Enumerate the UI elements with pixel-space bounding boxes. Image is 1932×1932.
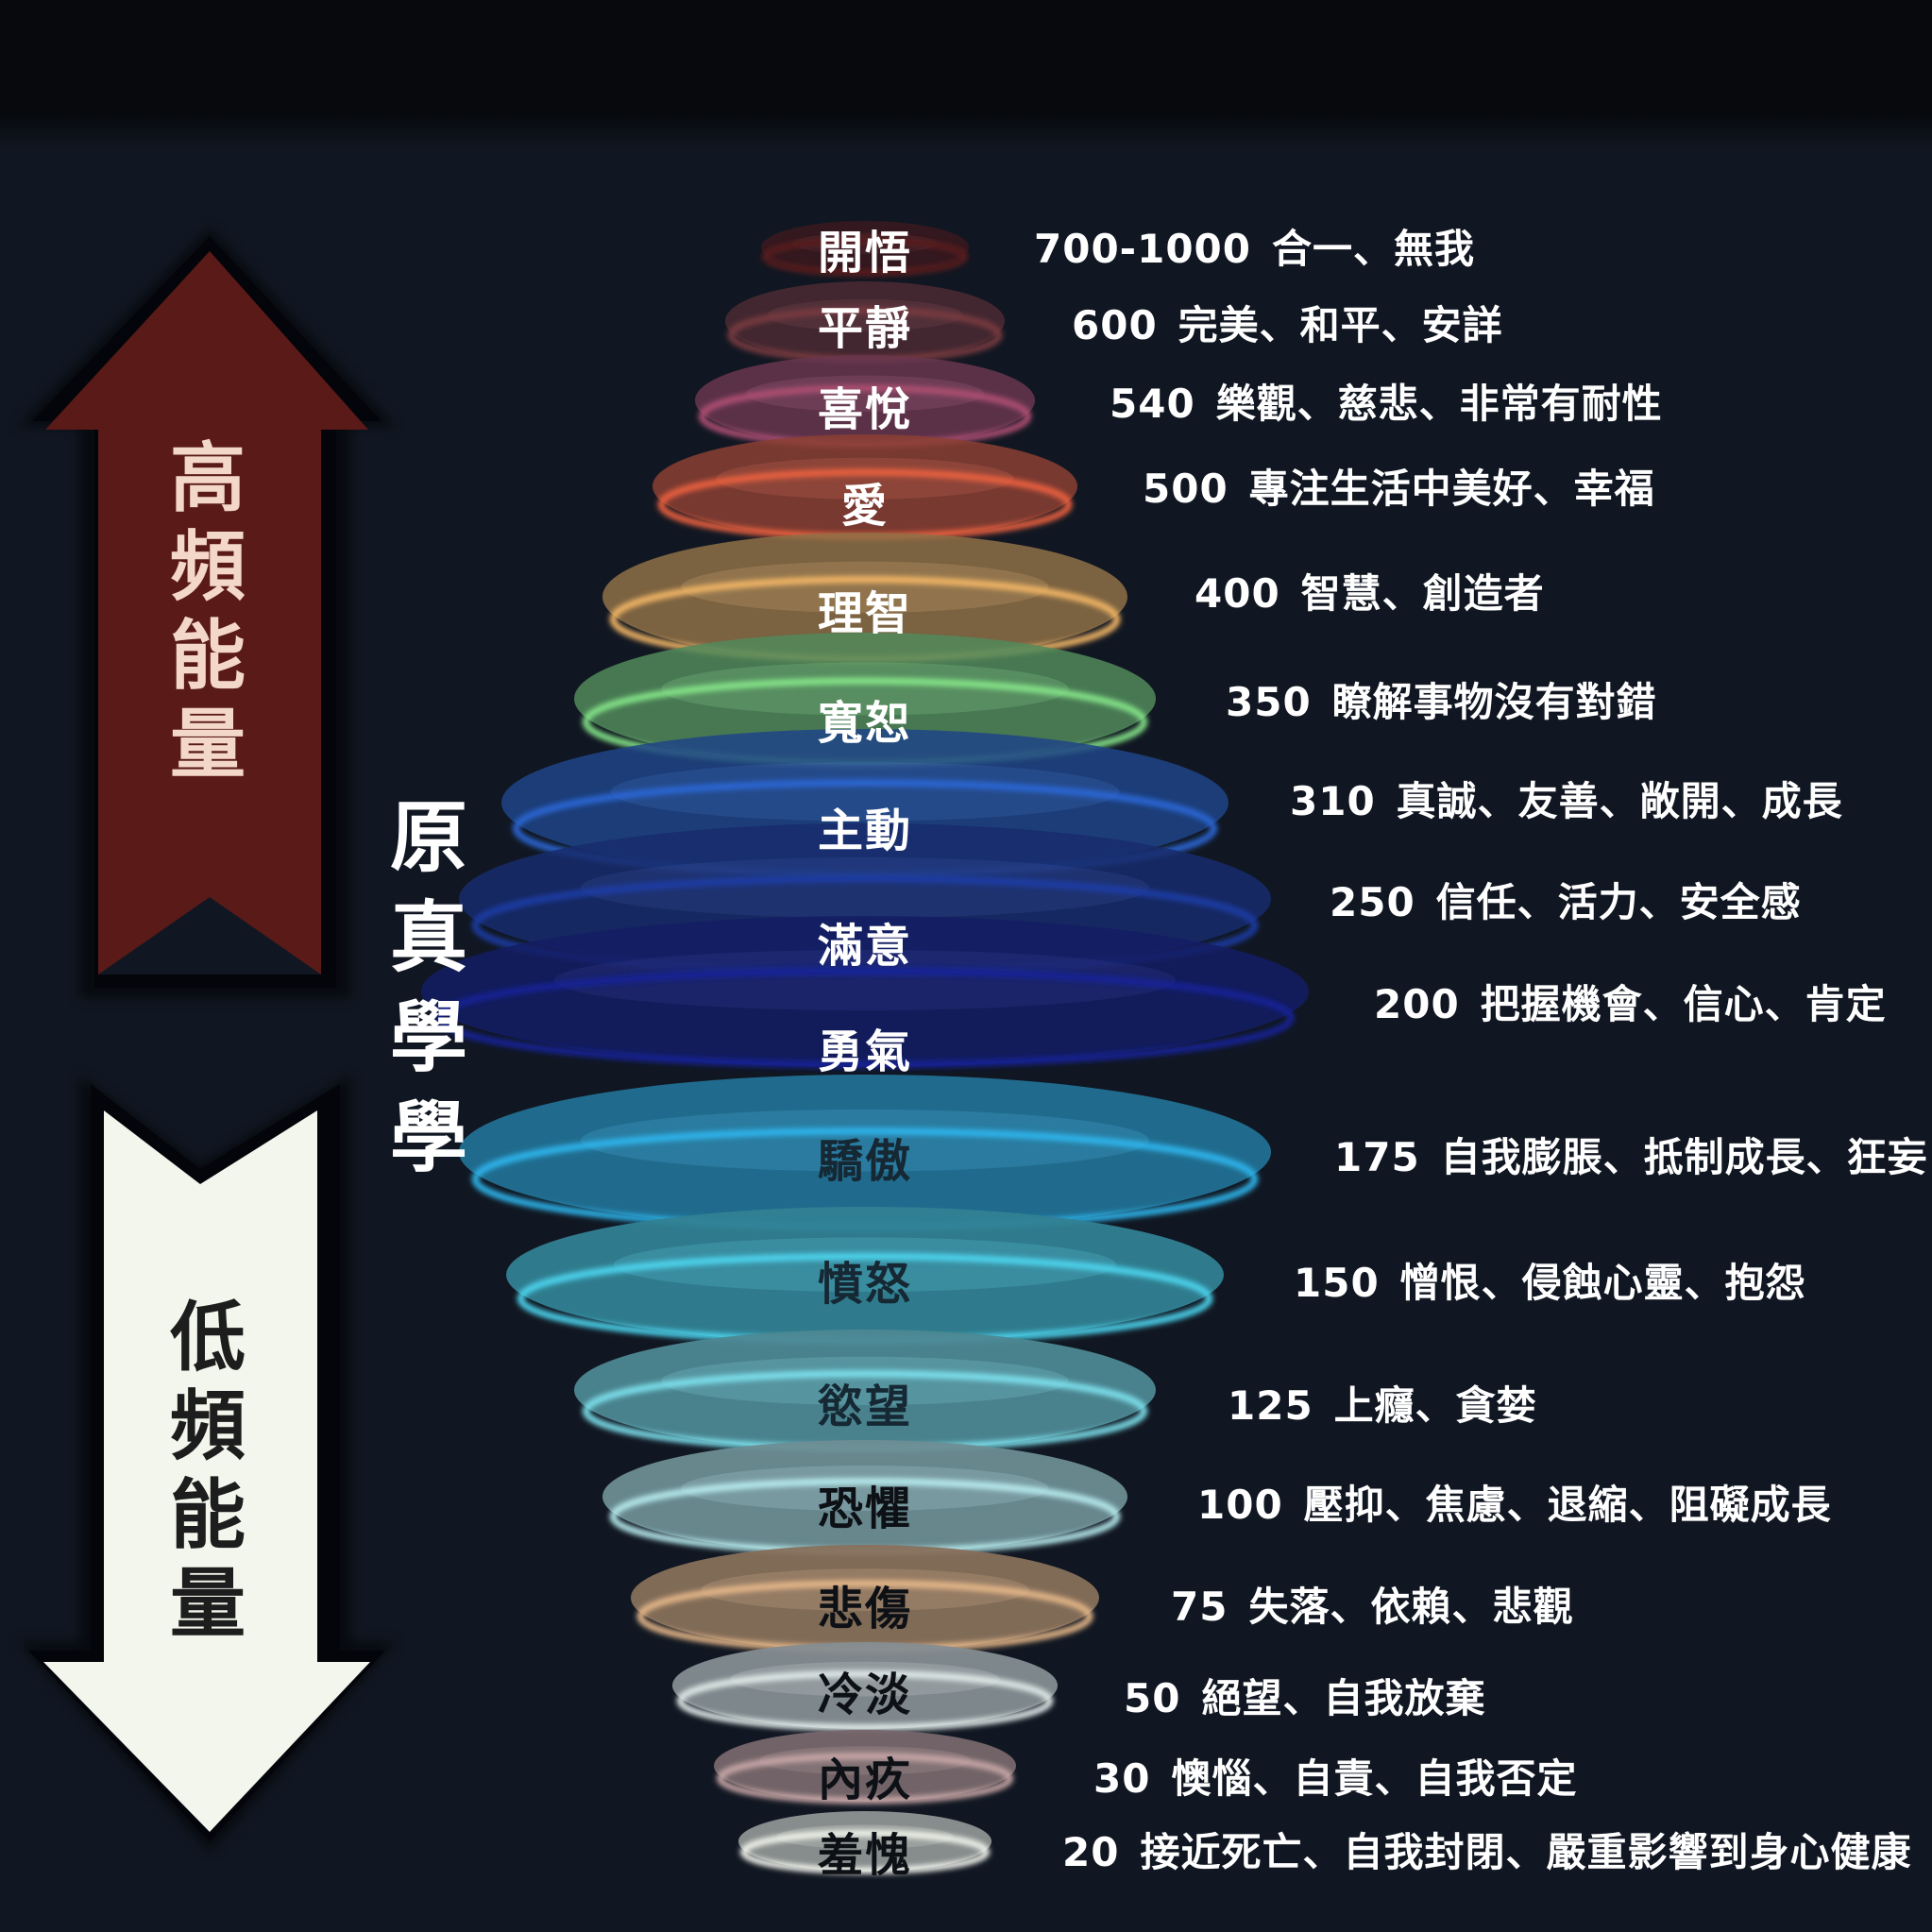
level-value: 125 xyxy=(1228,1382,1313,1429)
level-value: 50 xyxy=(1124,1675,1180,1721)
level-value: 150 xyxy=(1294,1260,1380,1306)
level-traits: 壓抑、焦慮、退縮、阻礙成長 xyxy=(1304,1482,1832,1528)
level-value: 200 xyxy=(1374,981,1460,1027)
level-value: 350 xyxy=(1226,679,1312,725)
level-traits: 憎恨、侵蝕心靈、抱怨 xyxy=(1400,1260,1806,1306)
level-value: 700-1000 xyxy=(1034,226,1251,272)
level-description: 125 上癮、貪婪 xyxy=(1228,1374,1537,1432)
level-name: 驕傲 xyxy=(761,1124,969,1190)
level-traits: 完美、和平、安詳 xyxy=(1178,302,1503,348)
level-value: 20 xyxy=(1062,1829,1119,1875)
level-traits: 瞭解事物沒有對錯 xyxy=(1332,679,1657,725)
level-description: 400 智慧、創造者 xyxy=(1195,562,1545,619)
level-name: 慾望 xyxy=(761,1369,969,1435)
level-name: 冷淡 xyxy=(761,1657,969,1723)
level-name: 喜悅 xyxy=(761,372,969,438)
level-description: 600 完美、和平、安詳 xyxy=(1072,294,1503,351)
level-traits: 自我膨脹、抵制成長、狂妄 xyxy=(1441,1134,1928,1180)
level-name: 愛 xyxy=(761,468,969,534)
level-traits: 絕望、自我放棄 xyxy=(1201,1675,1485,1721)
level-description: 310 真誠、友善、敞開、成長 xyxy=(1290,770,1843,827)
level-traits: 上癮、貪婪 xyxy=(1334,1382,1537,1429)
level-description: 200 把握機會、信心、肯定 xyxy=(1374,973,1887,1030)
level-name: 開悟 xyxy=(761,215,969,281)
level-value: 500 xyxy=(1143,466,1229,512)
level-name: 滿意 xyxy=(761,908,969,974)
level-description: 100 壓抑、焦慮、退縮、阻礙成長 xyxy=(1197,1473,1832,1531)
level-description: 250 信任、活力、安全感 xyxy=(1330,871,1802,928)
level-name: 恐懼 xyxy=(761,1471,969,1537)
level-name: 理智 xyxy=(761,576,969,642)
level-traits: 真誠、友善、敞開、成長 xyxy=(1397,778,1843,824)
level-name: 寬恕 xyxy=(761,686,969,752)
level-traits: 合一、無我 xyxy=(1272,226,1475,272)
level-value: 600 xyxy=(1072,302,1158,348)
level-traits: 接近死亡、自我封閉、嚴重影響到身心健康 xyxy=(1140,1829,1911,1875)
level-value: 75 xyxy=(1171,1584,1228,1630)
level-description: 350 瞭解事物沒有對錯 xyxy=(1226,670,1657,728)
level-description: 700-1000 合一、無我 xyxy=(1034,217,1475,275)
level-name: 憤怒 xyxy=(761,1246,969,1313)
level-value: 310 xyxy=(1290,778,1376,824)
level-description: 75 失落、依賴、悲觀 xyxy=(1171,1575,1573,1633)
level-description: 30 懊惱、自責、自我否定 xyxy=(1093,1747,1577,1805)
level-value: 250 xyxy=(1330,879,1415,925)
level-traits: 懊惱、自責、自我否定 xyxy=(1171,1755,1577,1802)
level-name: 羞愧 xyxy=(761,1818,969,1884)
level-traits: 信任、活力、安全感 xyxy=(1436,879,1802,925)
level-traits: 智慧、創造者 xyxy=(1301,570,1545,617)
level-traits: 失落、依賴、悲觀 xyxy=(1248,1584,1573,1630)
level-description: 500 專注生活中美好、幸福 xyxy=(1143,457,1655,515)
level-description: 50 絕望、自我放棄 xyxy=(1124,1667,1485,1724)
level-traits: 把握機會、信心、肯定 xyxy=(1481,981,1887,1027)
level-description: 20 接近死亡、自我封閉、嚴重影響到身心健康 xyxy=(1062,1821,1911,1878)
level-value: 30 xyxy=(1093,1755,1150,1802)
level-value: 400 xyxy=(1195,570,1280,617)
level-traits: 專注生活中美好、幸福 xyxy=(1249,466,1655,512)
level-name: 悲傷 xyxy=(761,1571,969,1637)
level-description: 175 自我膨脹、抵制成長、狂妄 xyxy=(1334,1126,1928,1183)
level-description: 540 樂觀、慈悲、非常有耐性 xyxy=(1110,372,1663,430)
level-traits: 樂觀、慈悲、非常有耐性 xyxy=(1216,381,1663,427)
level-name: 主動 xyxy=(761,793,969,859)
level-value: 175 xyxy=(1334,1134,1420,1180)
level-name: 內疚 xyxy=(761,1742,969,1808)
level-name: 勇氣 xyxy=(761,1014,969,1080)
level-name: 平靜 xyxy=(761,291,969,357)
level-description: 150 憎恨、侵蝕心靈、抱怨 xyxy=(1294,1251,1806,1309)
level-value: 100 xyxy=(1197,1482,1283,1528)
level-value: 540 xyxy=(1110,381,1195,427)
